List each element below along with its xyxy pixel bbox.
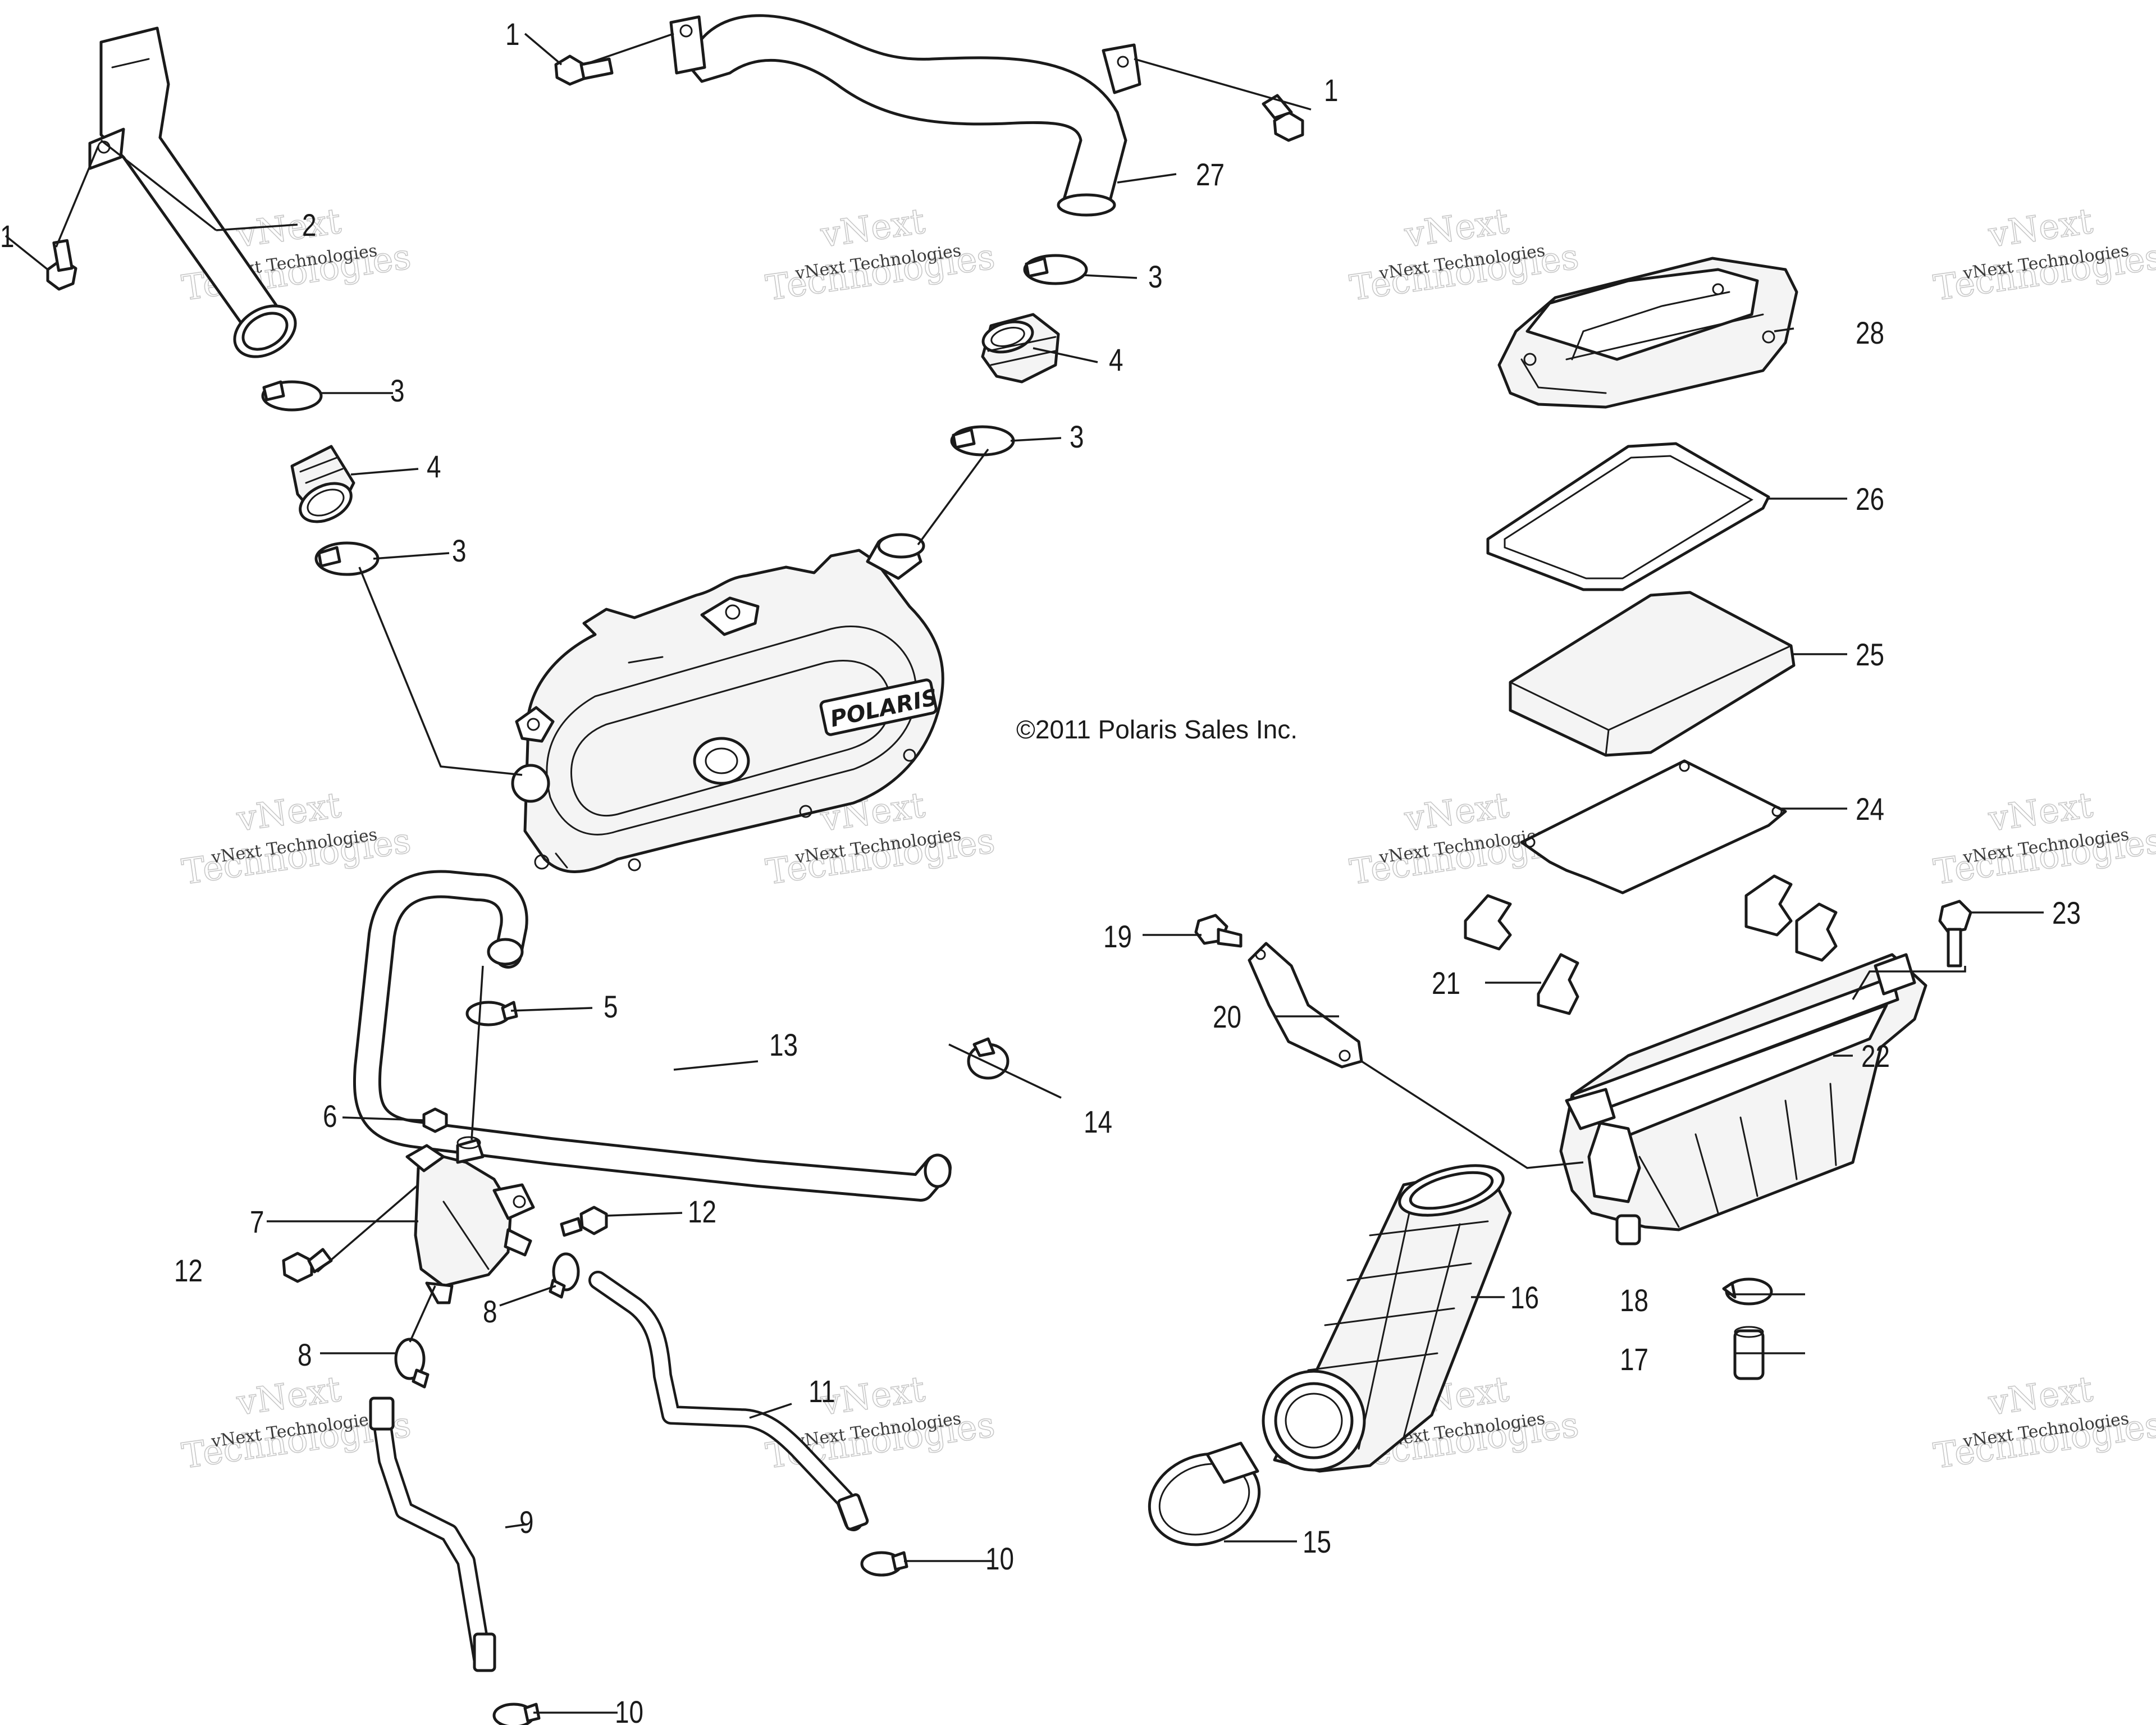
part-24-screen-plate <box>1520 759 1787 895</box>
callout-17: 17 <box>1620 1342 1648 1377</box>
part-28-airbox-cover <box>1497 257 1798 409</box>
watermark: vNext Technologies vNext Technologies <box>763 1368 998 1477</box>
callout-3: 3 <box>452 533 467 568</box>
callout-15: 15 <box>1303 1525 1331 1559</box>
callout-23: 23 <box>2052 896 2081 930</box>
part-3-clamp <box>950 425 1015 457</box>
callout-10: 10 <box>985 1541 1014 1576</box>
callout-20: 20 <box>1213 1000 1241 1034</box>
watermark: vNext Technologies vNext Technologies <box>763 200 998 309</box>
callout-14: 14 <box>1084 1105 1112 1139</box>
callout-1: 1 <box>0 219 15 254</box>
part-5-clamp <box>465 1001 518 1026</box>
part-19-bolt <box>1194 914 1243 948</box>
watermark: vNext Technologies vNext Technologies <box>1931 1368 2156 1477</box>
callout-4: 4 <box>427 449 441 484</box>
callout-8: 8 <box>483 1294 497 1329</box>
callout-19: 19 <box>1103 919 1132 954</box>
callout-25: 25 <box>1856 637 1884 672</box>
part-25-air-filter <box>1509 591 1796 757</box>
part-3-clamp <box>261 380 323 412</box>
part-12-bolt <box>282 1248 333 1283</box>
part-18-clamp <box>1722 1277 1773 1306</box>
callout-16: 16 <box>1510 1280 1539 1315</box>
clutch-cover: POLARIS <box>511 533 944 873</box>
watermark: vNext Technologies vNext Technologies <box>1347 200 1582 309</box>
copyright-notice: ©2011 Polaris Sales Inc. <box>1016 715 1298 744</box>
part-1-bolt <box>554 54 614 86</box>
part-14-clamp <box>967 1037 1010 1080</box>
callout-7: 7 <box>250 1204 264 1239</box>
part-1-bolt <box>1262 94 1304 142</box>
callout-12: 12 <box>174 1253 203 1288</box>
callout-6: 6 <box>323 1099 337 1134</box>
callout-8: 8 <box>298 1338 312 1372</box>
part-27-upper-duct <box>669 14 1141 217</box>
callout-26: 26 <box>1856 482 1884 517</box>
part-8-clamp <box>394 1338 430 1389</box>
part-22-airbox <box>1559 953 1927 1245</box>
part-2-intake-duct <box>88 26 297 358</box>
callout-leaders <box>4 33 2044 1714</box>
part-1-bolt <box>46 239 77 291</box>
part-21-clip <box>1464 894 1512 951</box>
part-21-clip <box>1744 874 1793 937</box>
part-21-clip <box>1537 953 1579 1015</box>
part-13-hose <box>353 870 952 1202</box>
callout-22: 22 <box>1861 1039 1890 1074</box>
callout-28: 28 <box>1856 316 1884 350</box>
callout-10: 10 <box>615 1695 643 1725</box>
part-26-gasket <box>1486 442 1770 591</box>
callout-1: 1 <box>1324 73 1339 108</box>
watermark: vNext Technologies vNext Technologies <box>1931 784 2156 893</box>
callout-labels: 1 1 1 2 3 3 3 3 4 4 5 6 7 8 8 9 10 10 11… <box>0 17 2081 1725</box>
part-12-bolt <box>560 1206 608 1237</box>
callout-27: 27 <box>1196 157 1225 192</box>
callout-5: 5 <box>604 989 618 1024</box>
callout-24: 24 <box>1856 792 1884 827</box>
part-17-cap <box>1733 1326 1765 1380</box>
part-16-intake-boot <box>1262 1164 1512 1473</box>
part-10-clamp <box>860 1551 908 1577</box>
connector-lines <box>358 448 1966 1343</box>
callout-9: 9 <box>519 1505 534 1540</box>
part-4-coupler <box>981 313 1060 384</box>
part-11-hose <box>588 1271 869 1531</box>
part-15-clamp <box>1148 1441 1261 1546</box>
part-3-clamp <box>314 541 380 576</box>
part-3-clamp <box>1023 254 1088 285</box>
callout-3: 3 <box>1148 259 1163 294</box>
part-8-clamp <box>549 1252 580 1299</box>
part-9-hose <box>369 1397 496 1672</box>
part-21-clip <box>1795 902 1838 962</box>
callout-18: 18 <box>1620 1283 1648 1318</box>
part-6-nut <box>422 1107 448 1133</box>
callout-11: 11 <box>808 1374 835 1409</box>
part-10-clamp <box>492 1703 541 1725</box>
callout-12: 12 <box>688 1194 716 1229</box>
part-4-coupler <box>290 445 355 523</box>
part-7-valve <box>405 1136 535 1304</box>
watermark-layer: vNext Technologies vNext Technologies vN… <box>179 200 2156 1477</box>
callout-3: 3 <box>390 373 405 408</box>
callout-4: 4 <box>1109 343 1123 377</box>
watermark: vNext Technologies vNext Technologies <box>179 784 414 893</box>
callout-3: 3 <box>1070 419 1084 454</box>
part-20-bracket <box>1248 942 1363 1069</box>
callout-2: 2 <box>302 208 317 243</box>
watermark: vNext Technologies vNext Technologies <box>1931 200 2156 309</box>
callout-1: 1 <box>505 17 520 52</box>
callout-13: 13 <box>769 1028 798 1062</box>
part-23-bolt <box>1938 900 1972 968</box>
callout-21: 21 <box>1432 966 1460 1001</box>
